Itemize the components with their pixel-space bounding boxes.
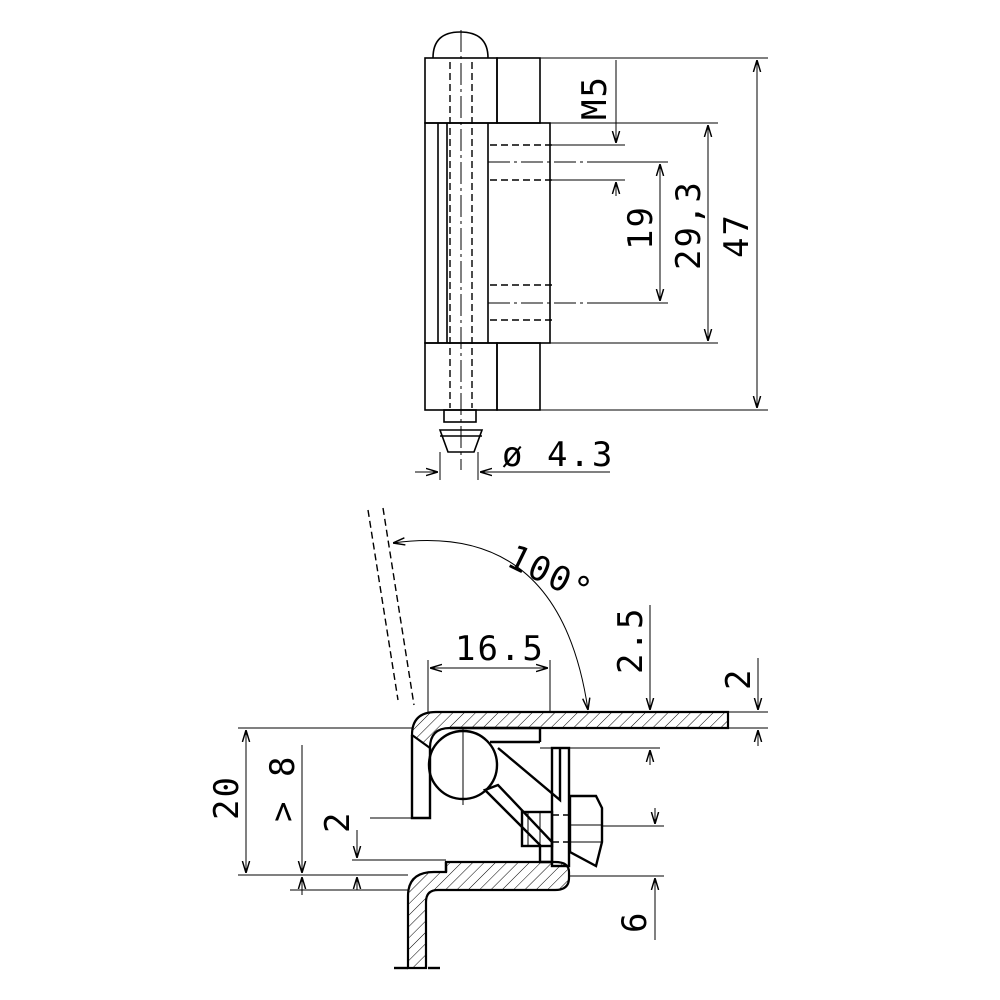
angle-arc <box>393 541 588 710</box>
dim-2-left: 2 <box>318 811 358 833</box>
dim-2-top: 2 <box>719 668 759 690</box>
dim-8: > 8 <box>263 755 303 822</box>
top-dimensions <box>415 57 768 480</box>
inner-leaf <box>482 783 554 864</box>
knuckle-wrap <box>410 735 432 820</box>
bolt-head <box>568 794 604 868</box>
dim-16-5: 16.5 <box>455 629 545 669</box>
pin-tip <box>438 429 484 453</box>
dim-2-5: 2.5 <box>611 607 651 674</box>
dim-6: 6 <box>615 911 655 933</box>
dim-47: 47 <box>717 213 757 258</box>
frame-profile <box>406 860 571 970</box>
bolt-thread <box>520 810 554 848</box>
dim-29-3: 29,3 <box>669 180 709 270</box>
pin-head <box>432 31 489 59</box>
bottom-dimensions <box>238 605 768 940</box>
dim-m5: M5 <box>575 75 615 120</box>
dim-diameter: ø 4.3 <box>502 435 614 475</box>
upper-leaf <box>496 57 541 124</box>
thread-holes <box>488 144 600 321</box>
hinge-section-view <box>367 507 730 970</box>
dim-20: 20 <box>207 775 247 820</box>
door-open-position <box>367 509 399 701</box>
hinge-front-view <box>424 30 600 470</box>
dim-19: 19 <box>621 205 661 250</box>
lower-leaf <box>496 342 541 411</box>
